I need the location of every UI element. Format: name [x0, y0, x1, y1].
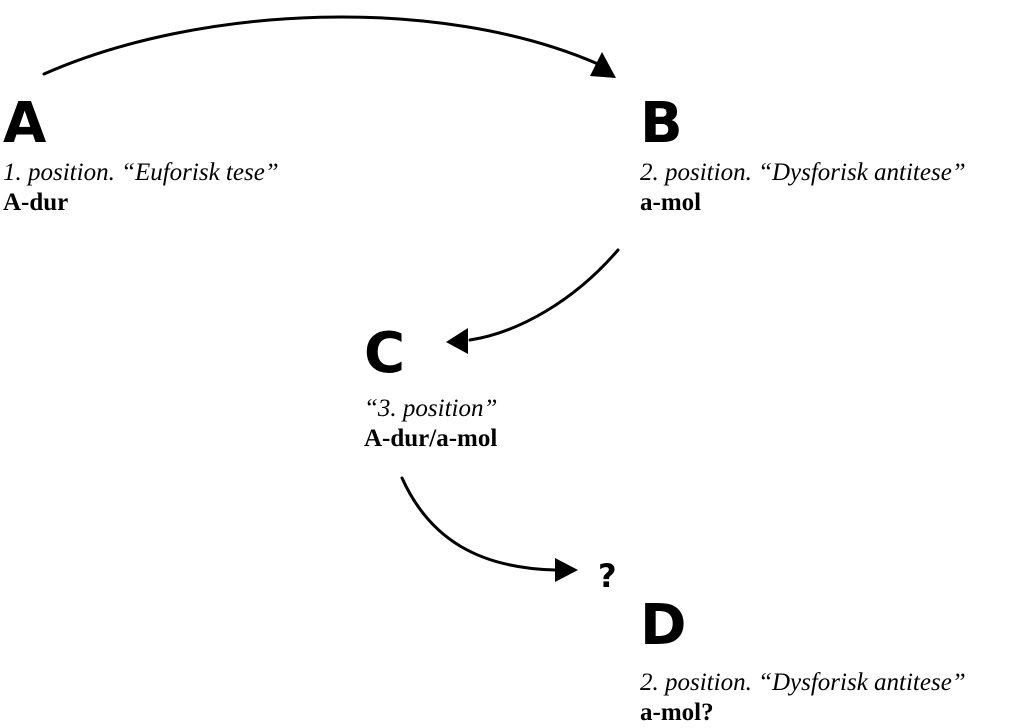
node-b-caption: 2. position. “Dysforisk antitese” [640, 159, 966, 186]
node-c-caption: “3. position” [364, 395, 498, 422]
arrow-b-to-c [468, 248, 620, 342]
node-a-key: A-dur [3, 189, 69, 216]
node-b: B 2. position. “Dysforisk antitese” a-mo… [640, 96, 966, 218]
node-b-letter: B [640, 91, 683, 156]
node-d-caption: 2. position. “Dysforisk antitese” [640, 669, 966, 696]
node-a-letter: A [3, 91, 46, 156]
arrow-a-to-b [42, 15, 600, 76]
arrowhead-c-to-d [555, 558, 578, 582]
question-mark: ? [598, 557, 617, 595]
node-c: C “3. position” A-dur/a-mol [364, 326, 497, 454]
node-d: D 2. position. “Dysforisk antitese” a-mo… [640, 598, 966, 728]
arrowhead-a-to-b [590, 52, 616, 78]
arrow-c-to-d [400, 476, 557, 572]
node-d-letter: D [640, 593, 686, 658]
node-d-key: a-mol? [640, 699, 714, 726]
node-c-letter: C [364, 321, 405, 386]
node-c-key: A-dur/a-mol [364, 425, 498, 452]
node-a: A 1. position. “Euforisk tese” A-dur [3, 96, 279, 218]
node-b-key: a-mol [640, 189, 702, 216]
node-a-caption: 1. position. “Euforisk tese” [3, 159, 279, 186]
arrowhead-b-to-c [446, 328, 468, 354]
